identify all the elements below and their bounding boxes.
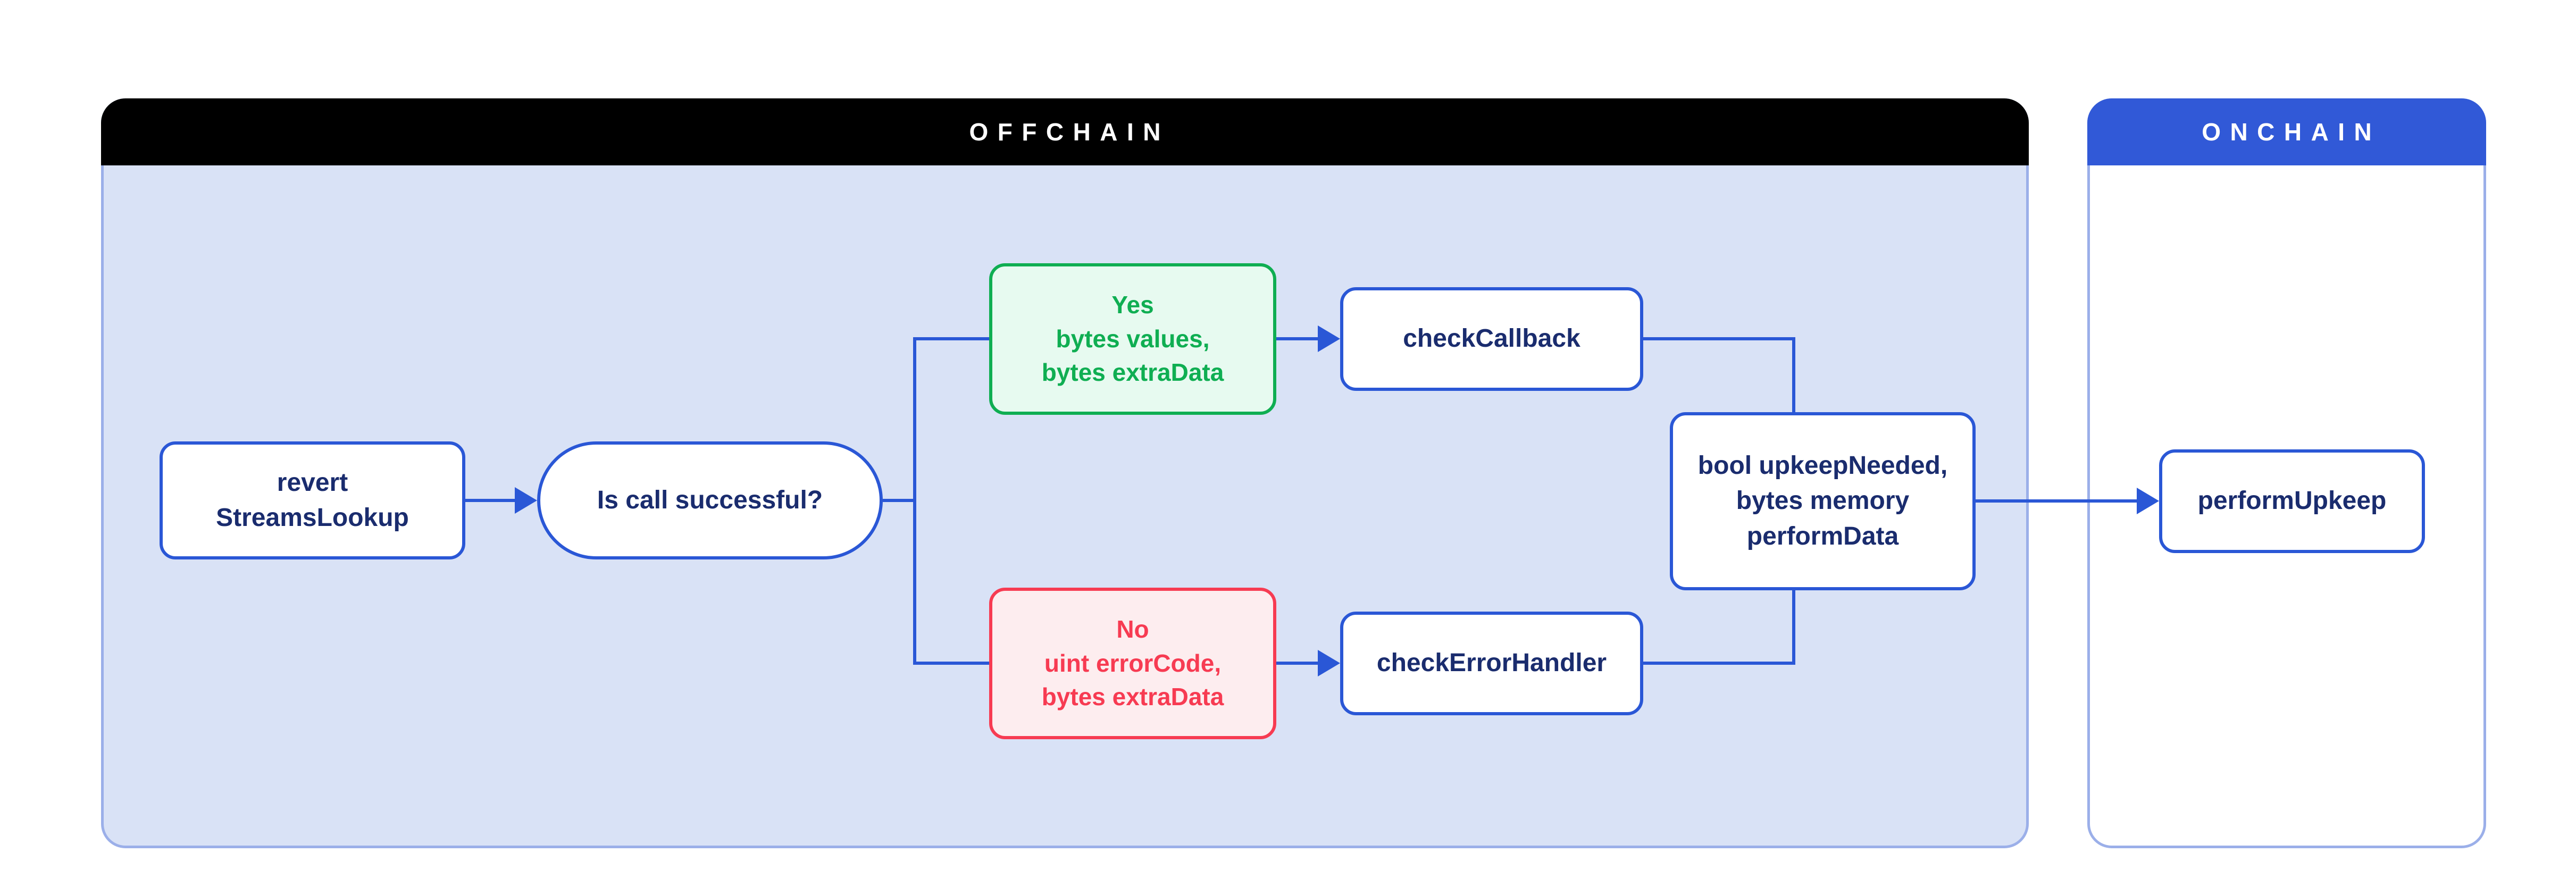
node-yes-line-3: bytes extraData bbox=[1041, 358, 1224, 387]
node-checkcallback: checkCallback bbox=[1340, 287, 1643, 391]
connector-branch-to-yes bbox=[913, 337, 989, 340]
connector-checkcallback-vertical bbox=[1792, 337, 1795, 414]
arrowhead-into-decision bbox=[515, 487, 537, 514]
node-result-line-1: bool upkeepNeeded, bbox=[1697, 452, 1948, 480]
onchain-header: ONCHAIN bbox=[2087, 98, 2486, 165]
node-performupkeep-label: performUpkeep bbox=[2197, 487, 2387, 515]
connector-no-to-checkerrorhandler bbox=[1276, 662, 1322, 665]
connector-revert-to-decision bbox=[465, 499, 518, 502]
node-checkerrorhandler: checkErrorHandler bbox=[1340, 612, 1643, 715]
offchain-header: OFFCHAIN bbox=[101, 98, 2029, 165]
connector-checkcallback-horizontal bbox=[1643, 337, 1795, 340]
node-upkeepneeded-performdata: bool upkeepNeeded, bytes memory performD… bbox=[1670, 412, 1976, 590]
node-no-line-3: bytes extraData bbox=[1041, 683, 1224, 711]
node-revert-line-1: revert bbox=[277, 468, 348, 497]
node-yes-line-2: bytes values, bbox=[1056, 324, 1210, 353]
node-no-line-2: uint errorCode, bbox=[1044, 649, 1222, 677]
offchain-title: OFFCHAIN bbox=[969, 118, 1170, 146]
connector-yes-to-checkcallback bbox=[1276, 337, 1322, 340]
node-no-line-1: No bbox=[1116, 615, 1149, 643]
connector-decision-to-branch bbox=[883, 499, 916, 502]
node-revert-streamslookup: revert StreamsLookup bbox=[160, 441, 465, 559]
arrowhead-into-checkcallback bbox=[1318, 325, 1340, 352]
node-performupkeep: performUpkeep bbox=[2159, 449, 2425, 553]
node-checkcallback-label: checkCallback bbox=[1403, 324, 1580, 353]
onchain-title: ONCHAIN bbox=[2202, 118, 2381, 146]
connector-result-to-performupkeep bbox=[1976, 499, 2140, 503]
node-result-line-3: performData bbox=[1746, 522, 1899, 550]
node-decision-label: Is call successful? bbox=[597, 486, 823, 514]
node-revert-line-2: StreamsLookup bbox=[216, 504, 409, 532]
node-no-branch: No uint errorCode, bytes extraData bbox=[989, 588, 1276, 739]
branch-vertical-line bbox=[913, 337, 916, 665]
node-yes-line-1: Yes bbox=[1111, 291, 1154, 319]
node-is-call-successful: Is call successful? bbox=[537, 441, 883, 559]
arrowhead-into-performupkeep bbox=[2137, 488, 2159, 514]
node-yes-branch: Yes bytes values, bytes extraData bbox=[989, 263, 1276, 415]
connector-checkerrorhandler-vertical bbox=[1792, 588, 1795, 665]
node-result-line-2: bytes memory bbox=[1736, 487, 1910, 515]
node-checkerrorhandler-label: checkErrorHandler bbox=[1376, 649, 1607, 678]
arrowhead-into-checkerrorhandler bbox=[1318, 650, 1340, 676]
connector-branch-to-no bbox=[913, 662, 989, 665]
connector-checkerrorhandler-horizontal bbox=[1643, 662, 1795, 665]
